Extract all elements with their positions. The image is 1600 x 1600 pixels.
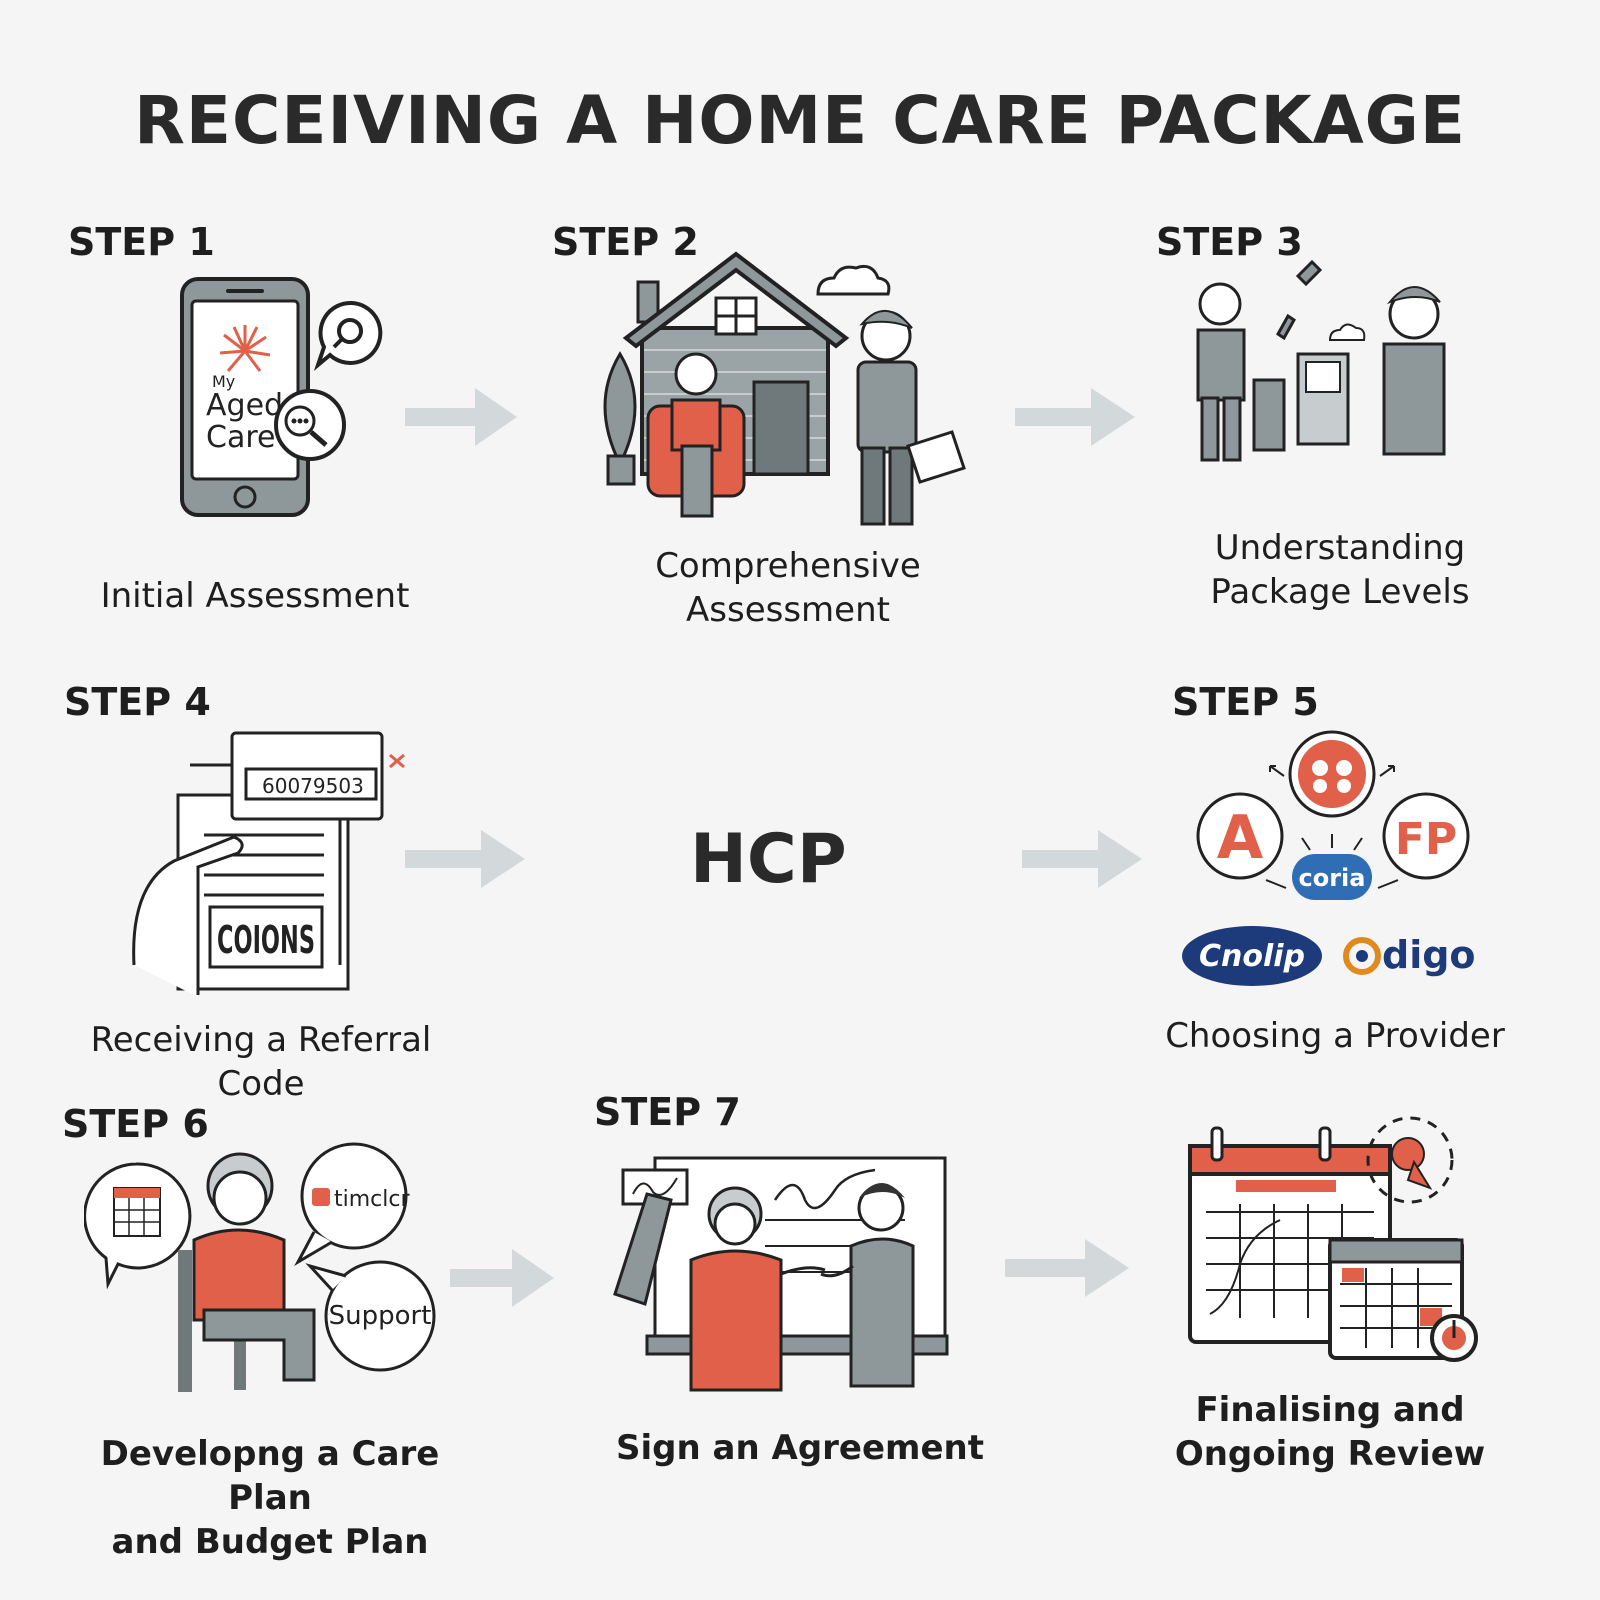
arrow-right-icon	[450, 1249, 554, 1307]
phone-myagedcare-illustration: My Aged Care	[180, 277, 383, 517]
referral-code-text: 60079503	[262, 774, 364, 798]
bubble-text-support: Support	[329, 1301, 432, 1331]
logo-text-aged: Aged	[206, 388, 283, 423]
search-bubble-icon	[313, 300, 383, 372]
step-7-caption: Sign an Agreement	[616, 1428, 984, 1468]
referral-code-illustration: 60079503 COIONS	[132, 731, 405, 995]
step-5-label: STEP 5	[1172, 680, 1319, 724]
step-2-label: STEP 2	[552, 220, 699, 264]
center-hcp-label: HCP	[690, 820, 847, 899]
provider-logo-cnolip: Cnolip	[1199, 939, 1305, 974]
arrow-right-icon	[1022, 830, 1142, 888]
logo-text-my: My	[212, 372, 235, 391]
step-2-caption: Comprehensive Assessment	[655, 546, 921, 631]
arrow-right-icon	[1015, 388, 1135, 446]
provider-logo-red-circle-icon	[1288, 730, 1376, 818]
card-text: COIONS	[217, 918, 315, 962]
elderly-woman-handshake-icon	[689, 1186, 826, 1392]
logo-text-care: Care	[206, 420, 275, 455]
tools-icon	[1276, 259, 1323, 341]
sign-agreement-illustration	[613, 1156, 949, 1392]
carer-with-clipboard-icon	[856, 309, 966, 526]
cloud-icon	[816, 264, 891, 296]
step-7-label: STEP 7	[594, 1090, 741, 1134]
package-levels-illustration	[1196, 259, 1446, 462]
provider-logo-digo: digo	[1382, 933, 1476, 977]
step-3-label: STEP 3	[1156, 220, 1303, 264]
arrow-right-icon	[405, 830, 525, 888]
display-stand-icon	[1252, 352, 1350, 452]
home-assessment-illustration	[603, 251, 966, 526]
target-icon	[1366, 1116, 1454, 1204]
provider-logo-a: A	[1217, 803, 1264, 873]
step-5-caption: Choosing a Provider	[1165, 1016, 1505, 1056]
cloud-icon	[1328, 323, 1366, 341]
step-4-caption: Receiving a Referral Code	[90, 1020, 432, 1105]
care-plan-illustration: timclcr Support	[84, 1142, 436, 1392]
provider-logo-fp: FP	[1395, 814, 1457, 865]
step-1-caption: Initial Assessment	[100, 576, 410, 616]
bubble-text-timclcr: timclcr	[334, 1187, 410, 1212]
calendar-review-illustration	[1188, 1116, 1478, 1362]
calendar-small-icon	[1328, 1238, 1464, 1360]
step-4-label: STEP 4	[64, 680, 211, 724]
chat-magnifier-icon	[274, 389, 346, 461]
step-1-label: STEP 1	[68, 220, 215, 264]
step-6-label: STEP 6	[62, 1102, 209, 1146]
arrow-right-icon	[405, 388, 517, 446]
staff-woman-icon	[1382, 286, 1446, 456]
arrow-right-icon	[1005, 1239, 1129, 1297]
plant-icon	[603, 351, 637, 486]
providers-illustration: A FP coria Cnolip digo	[1182, 730, 1476, 986]
carer-handshake-icon	[820, 1183, 915, 1388]
starburst-icon	[219, 325, 271, 372]
elderly-woman-armchair-icon	[646, 352, 746, 518]
provider-logo-coria: coria	[1299, 864, 1366, 892]
clock-icon	[1430, 1314, 1478, 1362]
calendar-bubble-icon	[84, 1162, 192, 1290]
elderly-woman-chair-icon	[178, 1152, 316, 1392]
close-icon	[389, 753, 405, 769]
small-arrows-icon	[1265, 765, 1399, 889]
page-title: RECEIVING A HOME CARE PACKAGE	[134, 82, 1466, 159]
staff-man-icon	[1196, 282, 1246, 462]
